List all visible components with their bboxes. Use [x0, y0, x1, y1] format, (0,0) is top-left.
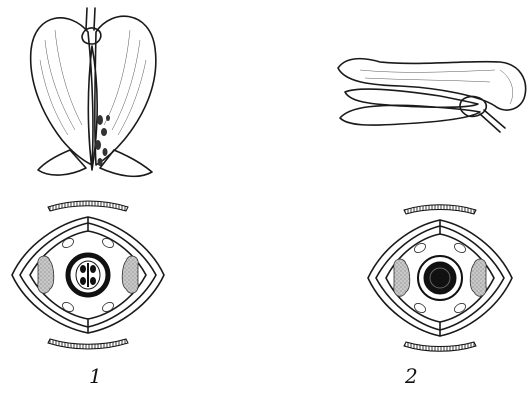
figure-label-1: 1: [89, 364, 102, 388]
floral-diagram-1: [12, 201, 164, 349]
flower-1-right-spur: [100, 150, 152, 176]
flower-1-right-petal: [95, 16, 156, 165]
diagram-1-anther: [61, 237, 75, 250]
diagram-1-left-stamens: [38, 256, 54, 293]
flower-2-stalk-line: [480, 114, 500, 132]
diagram-1-right-stamens: [122, 256, 138, 293]
flower-1-stalk-line: [94, 8, 95, 30]
flower-1-stalk: [86, 8, 87, 30]
diagram-1-bottom-bract: [48, 339, 128, 349]
diagram-2-right-stamens: [470, 259, 486, 296]
diagram-2-top-bract: [404, 205, 476, 214]
flower-2-stalk: [484, 110, 505, 128]
flower-2-lower-petal: [340, 105, 480, 125]
flower-2-middle-petal: [345, 89, 478, 107]
flower-1-left-spur: [38, 150, 86, 175]
diagram-1-anther: [101, 237, 115, 250]
diagram-2-ovary: [424, 262, 456, 294]
floral-diagram-2: [368, 205, 512, 352]
diagram-2-anther: [413, 302, 427, 315]
diagram-1-anther: [61, 301, 75, 314]
diagram-1-anther: [101, 301, 115, 314]
diagram-2-anther: [453, 302, 467, 315]
diagram-2-anther: [453, 242, 467, 255]
flower-1-drawing: [31, 8, 156, 176]
flower-2-drawing: [338, 59, 526, 132]
diagram-2-left-stamens: [394, 259, 410, 296]
diagram-2-bottom-bract: [404, 342, 476, 351]
flower-1-crest: [82, 28, 101, 44]
diagram-2-anther: [413, 242, 427, 255]
flower-2-shading: [360, 70, 513, 104]
figure-label-2: 2: [405, 364, 418, 388]
diagram-1-top-bract: [48, 201, 128, 211]
